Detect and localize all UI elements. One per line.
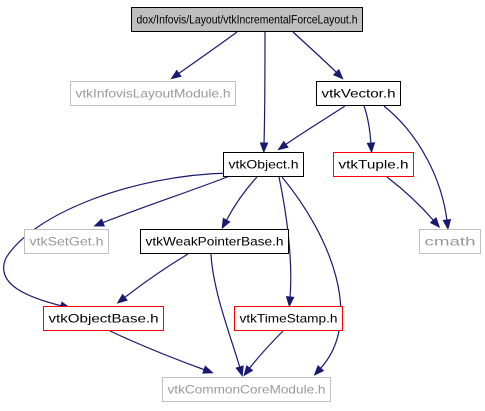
node-label: vtkObject.h <box>229 158 299 172</box>
arrowhead-icon <box>221 217 231 230</box>
edge-line <box>281 176 342 370</box>
arrowhead-icon <box>259 142 269 154</box>
node-label: cmath <box>425 235 476 249</box>
node-label: vtkTuple.h <box>339 158 409 172</box>
edge-line <box>3 172 231 307</box>
node-box <box>333 152 414 177</box>
nodes-layer: dox/Infovis/Layout/vtkIncrementalForceLa… <box>24 7 481 402</box>
edge-line <box>177 31 238 75</box>
edge-root-to-infovis_module <box>170 31 238 80</box>
edge-line <box>210 253 241 369</box>
edge-timestamp-to-commoncore <box>243 330 284 377</box>
node-box <box>43 306 164 331</box>
node-box <box>24 229 109 254</box>
edge-line <box>292 31 338 74</box>
arrowhead-icon <box>366 142 376 154</box>
node-commoncore: vtkCommonCoreModule.h <box>162 377 331 402</box>
edge-weakptr-to-commoncore <box>210 253 244 377</box>
edge-line <box>263 31 266 145</box>
edge-weakptr-to-objectbase <box>116 253 189 304</box>
edge-vector-to-cmath <box>383 105 452 231</box>
node-setget: vtkSetGet.h <box>24 229 109 254</box>
arrowhead-icon <box>235 365 244 377</box>
edge-line <box>386 176 435 222</box>
node-cmath: cmath <box>419 229 481 254</box>
node-infovis_module: vtkInfovisLayoutModule.h <box>70 81 236 106</box>
node-box <box>223 152 304 177</box>
edges-layer <box>3 31 452 377</box>
edge-root-to-object <box>259 31 269 154</box>
edge-object-to-weakptr <box>221 176 258 230</box>
edge-line <box>109 330 206 371</box>
node-label: vtkTimeStamp.h <box>240 312 338 326</box>
node-label: vtkSetGet.h <box>30 235 104 249</box>
node-box <box>234 306 343 331</box>
node-vector[interactable]: vtkVector.h <box>316 81 401 106</box>
edge-object-to-setget <box>93 175 231 227</box>
edge-line <box>284 105 346 146</box>
edge-objectbase-to-commoncore <box>109 330 214 374</box>
node-box <box>70 81 236 106</box>
arrowhead-icon <box>116 293 128 304</box>
edge-vector-to-tuple <box>363 105 376 154</box>
node-label: vtkVector.h <box>322 87 396 101</box>
node-tuple[interactable]: vtkTuple.h <box>333 152 414 177</box>
arrowhead-icon <box>277 140 289 151</box>
node-box <box>162 377 331 402</box>
arrowhead-icon <box>332 68 344 80</box>
node-label: vtkObjectBase.h <box>49 312 159 326</box>
edge-object-to-commoncore <box>281 176 342 376</box>
edge-tuple-to-cmath <box>386 176 441 229</box>
edge-line <box>123 253 189 299</box>
node-timestamp[interactable]: vtkTimeStamp.h <box>234 306 343 331</box>
node-box <box>131 7 363 32</box>
edge-line <box>101 175 231 224</box>
edge-line <box>248 330 284 370</box>
arrowhead-icon <box>442 218 452 231</box>
node-object[interactable]: vtkObject.h <box>223 152 304 177</box>
edge-line <box>363 105 372 145</box>
arrowhead-icon <box>202 365 214 374</box>
node-box <box>316 81 401 106</box>
arrowhead-icon <box>243 365 254 377</box>
node-label: vtkInfovisLayoutModule.h <box>76 87 231 101</box>
node-objectbase[interactable]: vtkObjectBase.h <box>43 306 164 331</box>
node-label: dox/Infovis/Layout/vtkIncrementalForceLa… <box>137 13 358 27</box>
node-box <box>140 229 289 254</box>
edge-vector-to-object <box>277 105 346 151</box>
arrowhead-icon <box>429 217 441 229</box>
arrowhead-icon <box>93 218 105 227</box>
arrowhead-icon <box>285 296 295 308</box>
node-root[interactable]: dox/Infovis/Layout/vtkIncrementalForceLa… <box>131 7 363 32</box>
edge-root-to-vector <box>292 31 344 80</box>
arrowhead-icon <box>313 364 325 376</box>
edge-line <box>383 105 448 222</box>
node-weakptr[interactable]: vtkWeakPointerBase.h <box>140 229 289 254</box>
edge-line <box>225 176 258 222</box>
arrowhead-icon <box>170 69 182 80</box>
node-box <box>419 229 481 254</box>
node-label: vtkCommonCoreModule.h <box>168 383 326 397</box>
node-label: vtkWeakPointerBase.h <box>146 235 284 249</box>
